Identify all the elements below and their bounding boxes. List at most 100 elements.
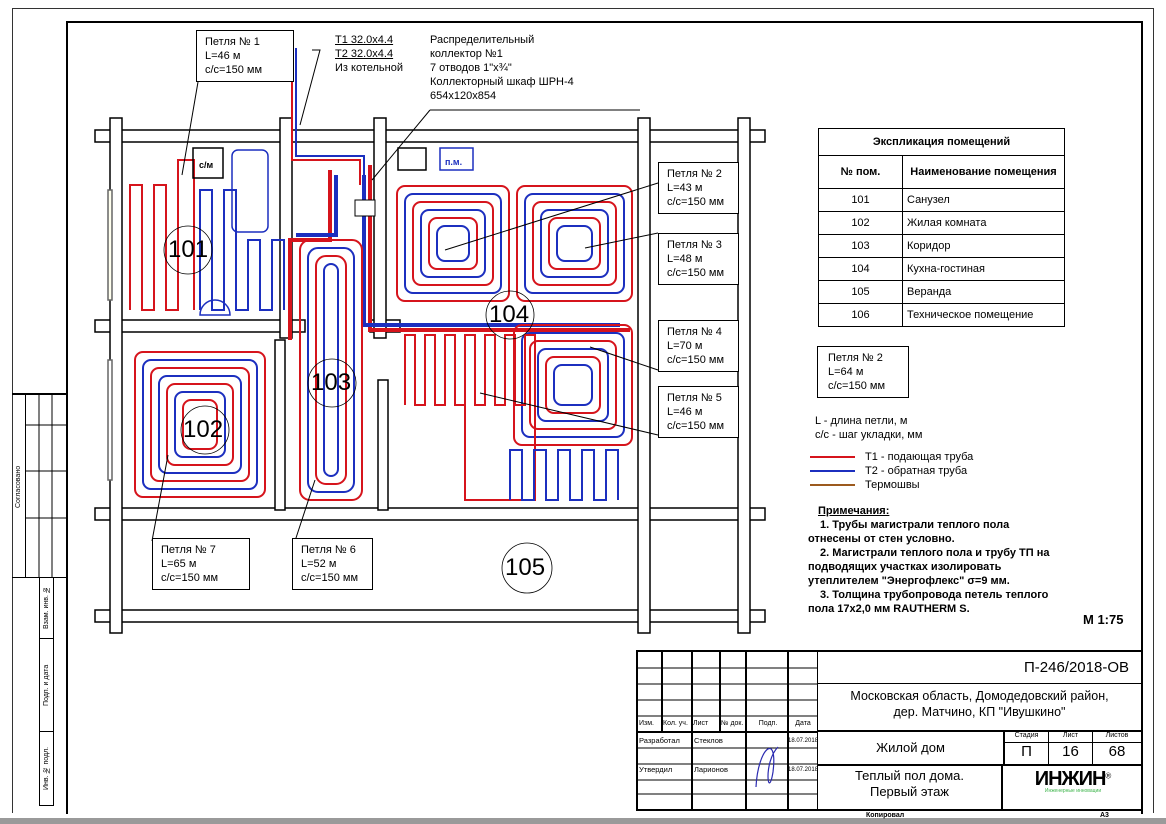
project-location: Московская область, Домодедовский район,… xyxy=(818,684,1141,732)
window-101 xyxy=(107,189,113,301)
note-3: 3. Толщина трубопровода петель теплого п… xyxy=(808,589,1049,615)
room-circle-102 xyxy=(180,405,230,455)
loop-6 xyxy=(299,239,363,501)
viewer-bottom-bar xyxy=(0,818,1166,824)
approved-label: Утвердил xyxy=(639,765,673,774)
supply-line-swatch xyxy=(810,456,855,459)
copied-label: Копировал xyxy=(866,812,905,819)
bathtub xyxy=(231,149,269,233)
loop-4 xyxy=(513,324,633,446)
washing-machine-box xyxy=(192,147,224,179)
kitchen-sink xyxy=(397,147,427,171)
scale-label: М 1:75 xyxy=(1083,612,1124,627)
loop-7 xyxy=(134,351,266,498)
room-number-101: 101 xyxy=(168,236,209,263)
fixtures xyxy=(192,147,474,316)
legend-descriptions: L - длина петли, м с/с - шаг укладки, мм xyxy=(815,415,923,441)
note-1: 1. Трубы магистрали теплого пола отнесен… xyxy=(808,519,1010,545)
loop-3 xyxy=(516,185,633,302)
notes: Примечания: 1. Трубы магистрали теплого … xyxy=(808,504,1053,616)
wall-top xyxy=(94,129,766,143)
thermal-seam-swatch xyxy=(810,484,855,487)
note-2: 2. Магистрали теплого пола и трубу ТП на… xyxy=(808,547,1050,587)
approved-by: Ларионов xyxy=(694,765,728,774)
wall-103-right xyxy=(373,117,387,339)
revision-headers: Изм. Кол. уч. Лист № док. Подп. Дата xyxy=(639,720,811,727)
return-line-swatch xyxy=(810,470,855,473)
washing-machine-label: с/м xyxy=(199,160,214,170)
pipe-legend: Т1 - подающая труба Т2 - обратная труба … xyxy=(810,450,973,492)
wall-veranda-right xyxy=(737,117,751,634)
revision-grid xyxy=(638,652,818,809)
explication-table: Экспликация помещений № пом. Наименовани… xyxy=(818,128,1065,327)
developed-date: 18.07.2018 xyxy=(788,738,819,744)
stage-sheet-grid: Стадия Лист Листов П 16 68 xyxy=(1005,732,1141,766)
collector xyxy=(288,165,630,340)
legend-item-supply: Т1 - подающая труба xyxy=(810,450,973,464)
wall-stair xyxy=(377,379,389,511)
explication-col-num: № пом. xyxy=(818,155,903,189)
notes-title: Примечания: xyxy=(818,505,890,517)
drawing-frame xyxy=(66,21,1143,814)
legend-item-thermal-seam: Термошвы xyxy=(810,478,973,492)
stage-value: П xyxy=(1005,743,1049,764)
sink-101 xyxy=(199,299,231,316)
registered-icon: ® xyxy=(1105,771,1112,781)
room-circle-103 xyxy=(307,358,357,408)
logo-text: ИНЖИН xyxy=(1034,768,1107,790)
developed-by: Стеклов xyxy=(694,736,723,745)
loop-5 xyxy=(404,334,619,501)
dishwasher-label: п.м. xyxy=(445,157,463,167)
dishwasher-box xyxy=(439,147,474,171)
wall-lower xyxy=(94,507,766,521)
sheet-value: 16 xyxy=(1049,743,1093,764)
walls xyxy=(94,117,766,634)
developed-label: Разработал xyxy=(639,736,680,745)
agreed-column: Согласовано xyxy=(12,395,26,578)
approved-date: 18.07.2018 xyxy=(788,767,819,773)
sheet-title: Теплый пол дома. Первый этаж xyxy=(818,764,1003,809)
sheets-value: 68 xyxy=(1108,743,1126,760)
title-block: Изм. Кол. уч. Лист № док. Подп. Дата Раз… xyxy=(636,650,1141,811)
room-circle-104 xyxy=(485,290,535,340)
side-stamp: Согласовано Взам. инв. № Подп. и дата Ин… xyxy=(12,393,66,814)
wall-104-right xyxy=(637,117,651,634)
logo-subtitle: Инженерные инновации xyxy=(1044,788,1102,794)
leader-lines xyxy=(151,49,659,542)
wall-102-right xyxy=(274,339,286,511)
signature xyxy=(755,746,779,788)
legend-item-return: Т2 - обратная труба xyxy=(810,464,973,478)
explication-title: Экспликация помещений xyxy=(818,128,1065,156)
drawing-sheet xyxy=(12,8,1154,813)
supply-annotation: Т1 32.0х4.4 Т2 32.0х4.4 Из котельной xyxy=(335,34,403,74)
room-number-102: 102 xyxy=(183,416,224,443)
company-logo: ИНЖИН® Инженерные инновации xyxy=(1005,764,1141,809)
loop-2 xyxy=(396,185,510,302)
riser xyxy=(291,48,365,185)
room-circle-105 xyxy=(501,542,553,594)
legend-example-box: Петля № 2 L=64 м с/с=150 мм xyxy=(817,346,909,398)
document-code: П-246/2018-ОВ xyxy=(818,652,1141,684)
explication-col-name: Наименование помещения xyxy=(902,155,1065,189)
agreed-grid xyxy=(12,395,66,578)
wall-bottom xyxy=(94,609,766,623)
window-102 xyxy=(107,359,113,481)
format-label: A3 xyxy=(1100,812,1109,819)
room-number-104: 104 xyxy=(489,301,530,328)
room-circle-101 xyxy=(163,225,213,275)
room-number-103: 103 xyxy=(311,369,352,396)
room-number-105: 105 xyxy=(505,554,546,581)
